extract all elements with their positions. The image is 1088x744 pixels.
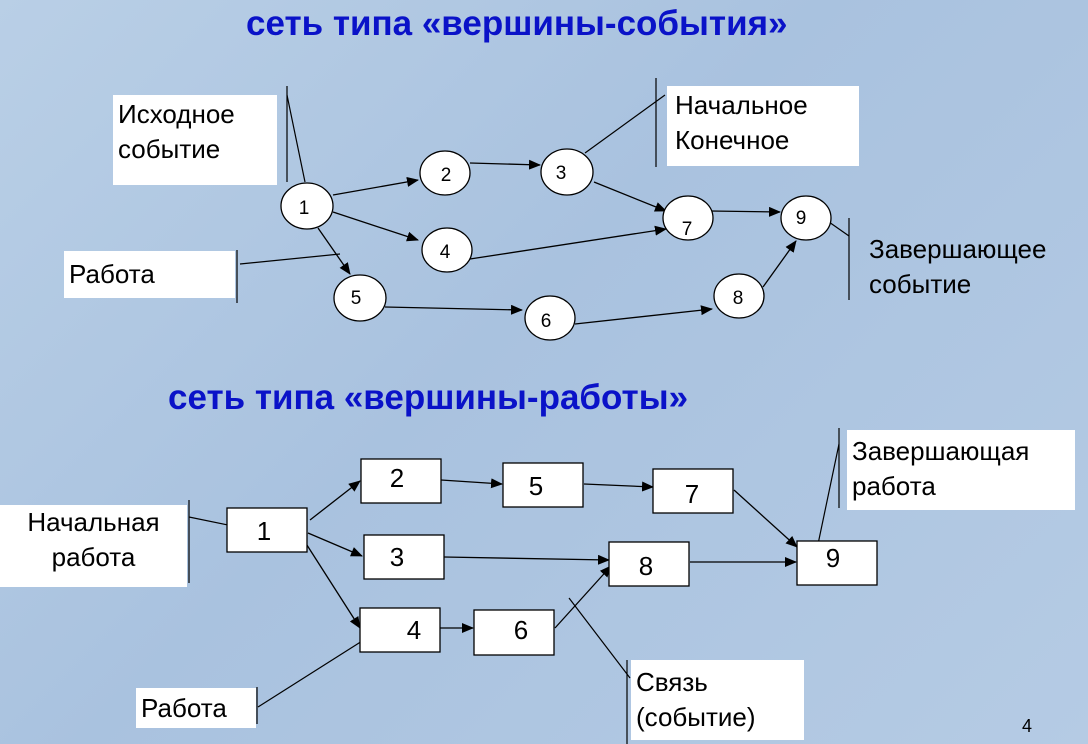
event-node-label: 3	[556, 163, 567, 184]
event-node-7	[662, 195, 714, 241]
top-callouts	[236, 78, 850, 303]
event-node-3	[540, 148, 594, 196]
event-node-label: 4	[440, 242, 451, 263]
label-start-end: Начальное Конечное	[667, 86, 859, 166]
edge-b1-b4	[304, 541, 361, 629]
edge-b3-b8	[443, 554, 610, 565]
edge-5-6	[384, 304, 523, 315]
bottom-boxes	[226, 458, 878, 656]
edge-1-5	[317, 227, 351, 275]
label-initial-work: Начальная работа	[0, 505, 187, 587]
event-node-label: 9	[796, 208, 807, 229]
label-line: событие	[118, 134, 221, 164]
label-line: (событие)	[636, 702, 756, 732]
work-box-label: 5	[529, 471, 543, 501]
edge-b6-b8	[554, 565, 612, 629]
event-node-label: 1	[299, 198, 310, 219]
edge-1-4	[332, 211, 419, 242]
edge-4-7	[469, 225, 667, 260]
label-line: Завершающее	[869, 234, 1047, 264]
event-node-4	[421, 227, 473, 273]
bottom-edges	[304, 478, 798, 633]
label-final-work: Завершающая работа	[847, 430, 1075, 510]
work-box-6	[473, 609, 555, 656]
work-box-2	[360, 458, 442, 504]
work-box-7	[652, 468, 734, 514]
work-box-label: 6	[514, 615, 528, 645]
edge-b5-b7	[583, 481, 654, 492]
work-box-label: 1	[257, 516, 271, 546]
edge-2-3	[469, 159, 541, 170]
edge-1-2	[332, 176, 419, 196]
label-initial-event: Исходное событие	[113, 95, 277, 185]
work-box-9	[796, 540, 878, 586]
work-box-label: 2	[390, 463, 404, 493]
work-box-1	[226, 507, 308, 553]
edge-b1-b2	[309, 480, 361, 521]
event-node-1	[280, 182, 334, 230]
edge-7-9	[709, 206, 781, 217]
label-line: событие	[869, 269, 972, 299]
work-box-5	[502, 462, 584, 508]
event-node-label: 2	[441, 165, 452, 186]
label-line: работа	[852, 471, 936, 501]
event-node-label: 7	[682, 219, 693, 240]
work-box-4	[359, 607, 441, 653]
label-line: Исходное	[118, 99, 235, 129]
edge-8-9	[762, 240, 797, 288]
edge-b1-b3	[307, 532, 363, 557]
edge-b7-b9	[733, 489, 798, 548]
edge-b2-b5	[440, 478, 503, 489]
label-work-top: Работа	[64, 251, 235, 298]
event-node-5	[333, 274, 387, 322]
event-node-8	[713, 273, 765, 319]
work-box-label: 9	[826, 543, 840, 573]
top-nodes	[280, 148, 832, 341]
work-box-3	[363, 534, 445, 580]
label-line: Работа	[141, 693, 227, 723]
work-box-label: 7	[685, 479, 699, 509]
label-link-event: Связь (событие)	[631, 660, 804, 740]
label-line: Начальная	[27, 507, 160, 537]
label-line: Связь	[636, 667, 708, 697]
event-node-label: 5	[351, 288, 362, 309]
label-work-bottom: Работа	[136, 688, 256, 728]
event-node-9	[780, 195, 832, 241]
work-box-label: 8	[639, 551, 653, 581]
event-node-6	[524, 295, 576, 341]
top-node-labels: 1 2 3 4 5 6 7 8 9	[299, 163, 807, 332]
page-number: 4	[1022, 716, 1033, 736]
work-box-label: 4	[407, 615, 421, 645]
edge-6-8	[574, 305, 713, 325]
work-box-label: 3	[390, 542, 404, 572]
bottom-box-labels: 1 2 3 4 5 6 7 8 9	[257, 463, 840, 645]
event-node-label: 8	[733, 288, 744, 309]
title-events-network: сеть типа «вершины-события»	[246, 4, 788, 43]
edge-3-7	[593, 181, 667, 212]
event-node-label: 6	[541, 311, 552, 332]
work-box-8	[608, 541, 690, 587]
label-line: Работа	[69, 259, 155, 289]
event-node-2	[419, 150, 471, 196]
label-line: Конечное	[675, 125, 790, 155]
top-edges	[317, 159, 797, 325]
title-works-network: сеть типа «вершины-работы»	[168, 378, 689, 417]
label-line: Завершающая	[852, 436, 1030, 466]
label-line: Начальное	[675, 90, 808, 120]
label-final-event: Завершающее событие	[864, 232, 1088, 304]
label-line: работа	[51, 542, 136, 572]
